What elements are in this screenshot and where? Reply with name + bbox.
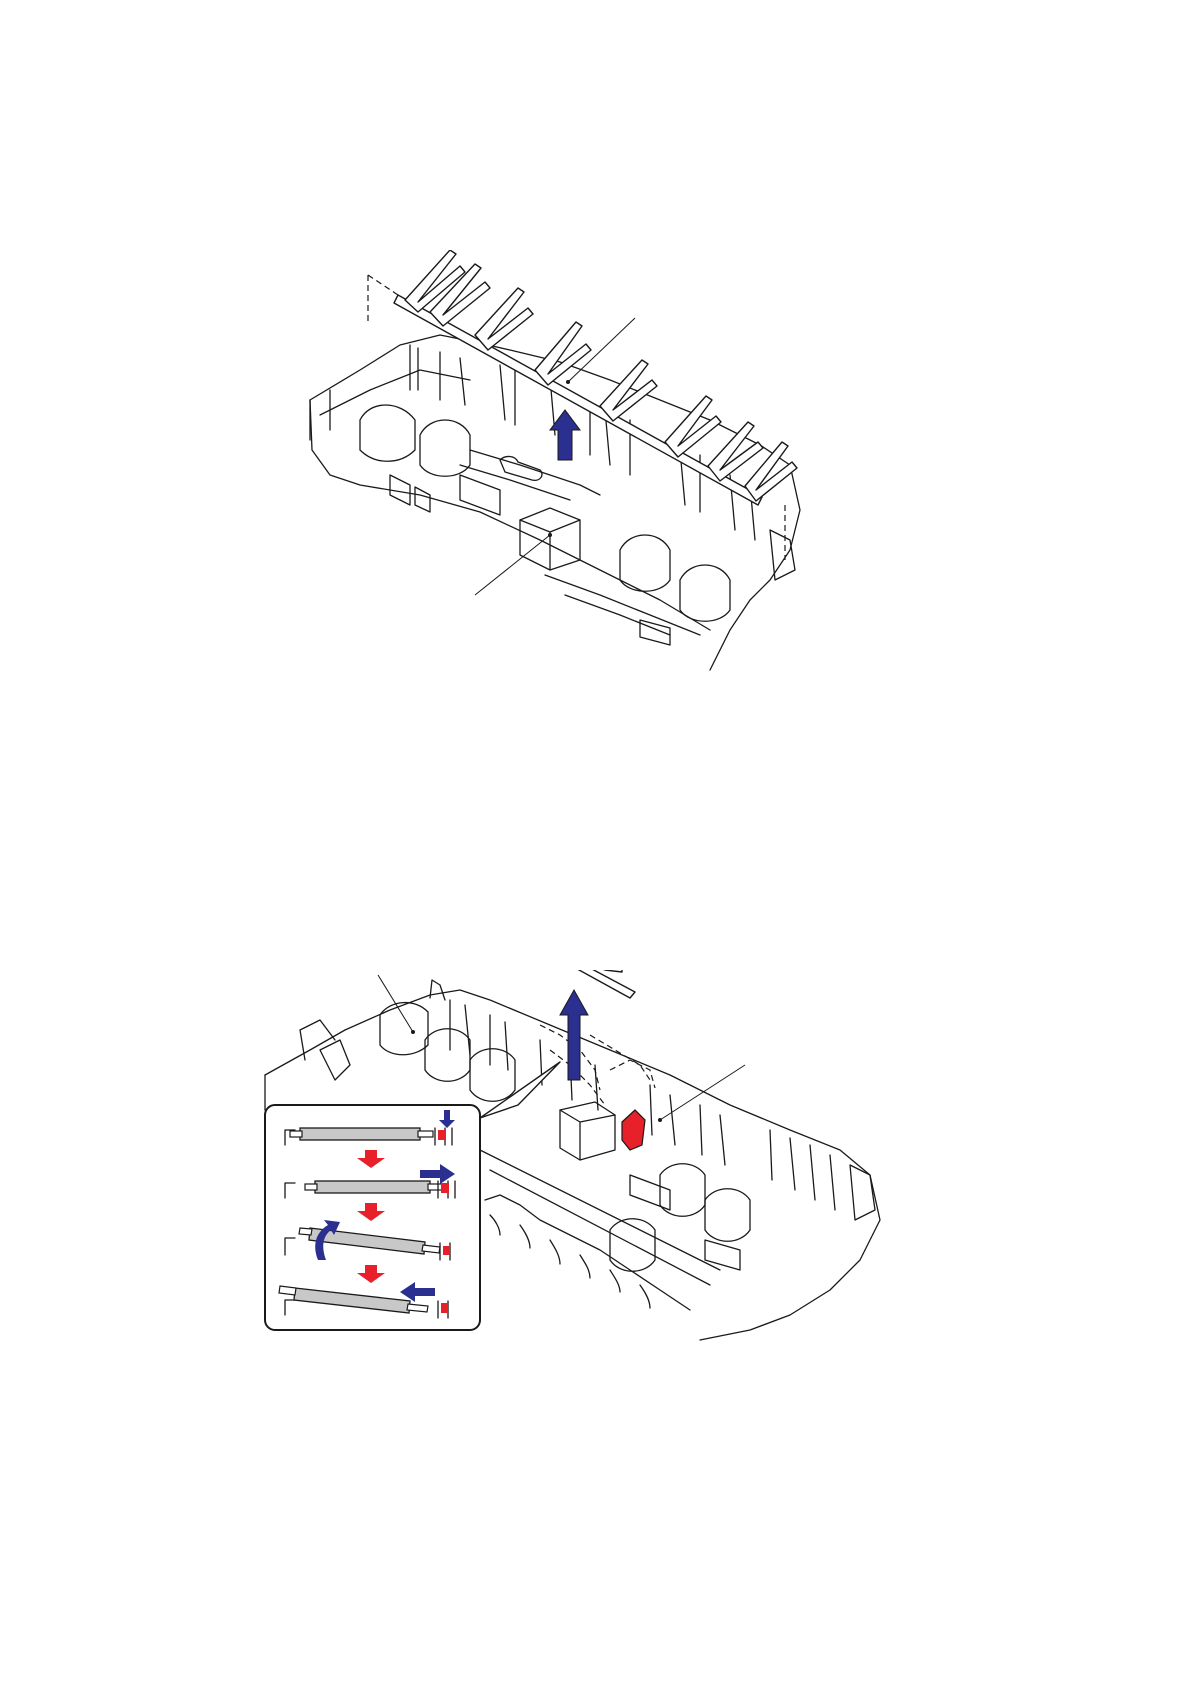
red-latch-4: [441, 1303, 448, 1313]
exit-actuator-shaft: [368, 250, 797, 560]
callout-dot-block: [548, 533, 552, 537]
red-latch-1: [438, 1130, 446, 1140]
figure-2-roller-removal: [250, 970, 950, 1440]
callout-lines: [378, 970, 745, 1122]
callout-dot-shaft: [566, 380, 570, 384]
red-latch-2: [441, 1183, 449, 1193]
red-hook-part: [622, 1110, 645, 1150]
up-arrow-shape: [560, 990, 588, 1080]
callout-line-hook: [660, 1065, 745, 1120]
actuator-fingers: [405, 250, 797, 501]
inset-pointer: [480, 1062, 560, 1118]
figure-2-drawing: [250, 970, 950, 1440]
red-hook-shape: [622, 1110, 645, 1150]
red-latch-3: [443, 1246, 450, 1255]
up-arrow-icon: [560, 990, 588, 1080]
roller-step-1: [300, 1128, 420, 1140]
callout-dot-hook: [658, 1118, 662, 1122]
figure-1-drawing: [300, 250, 880, 750]
inset-detail: [265, 1062, 560, 1330]
roller-step-2: [315, 1181, 430, 1193]
figure-1-exit-actuator: [300, 250, 880, 750]
callout-dot-frame: [411, 1030, 415, 1034]
